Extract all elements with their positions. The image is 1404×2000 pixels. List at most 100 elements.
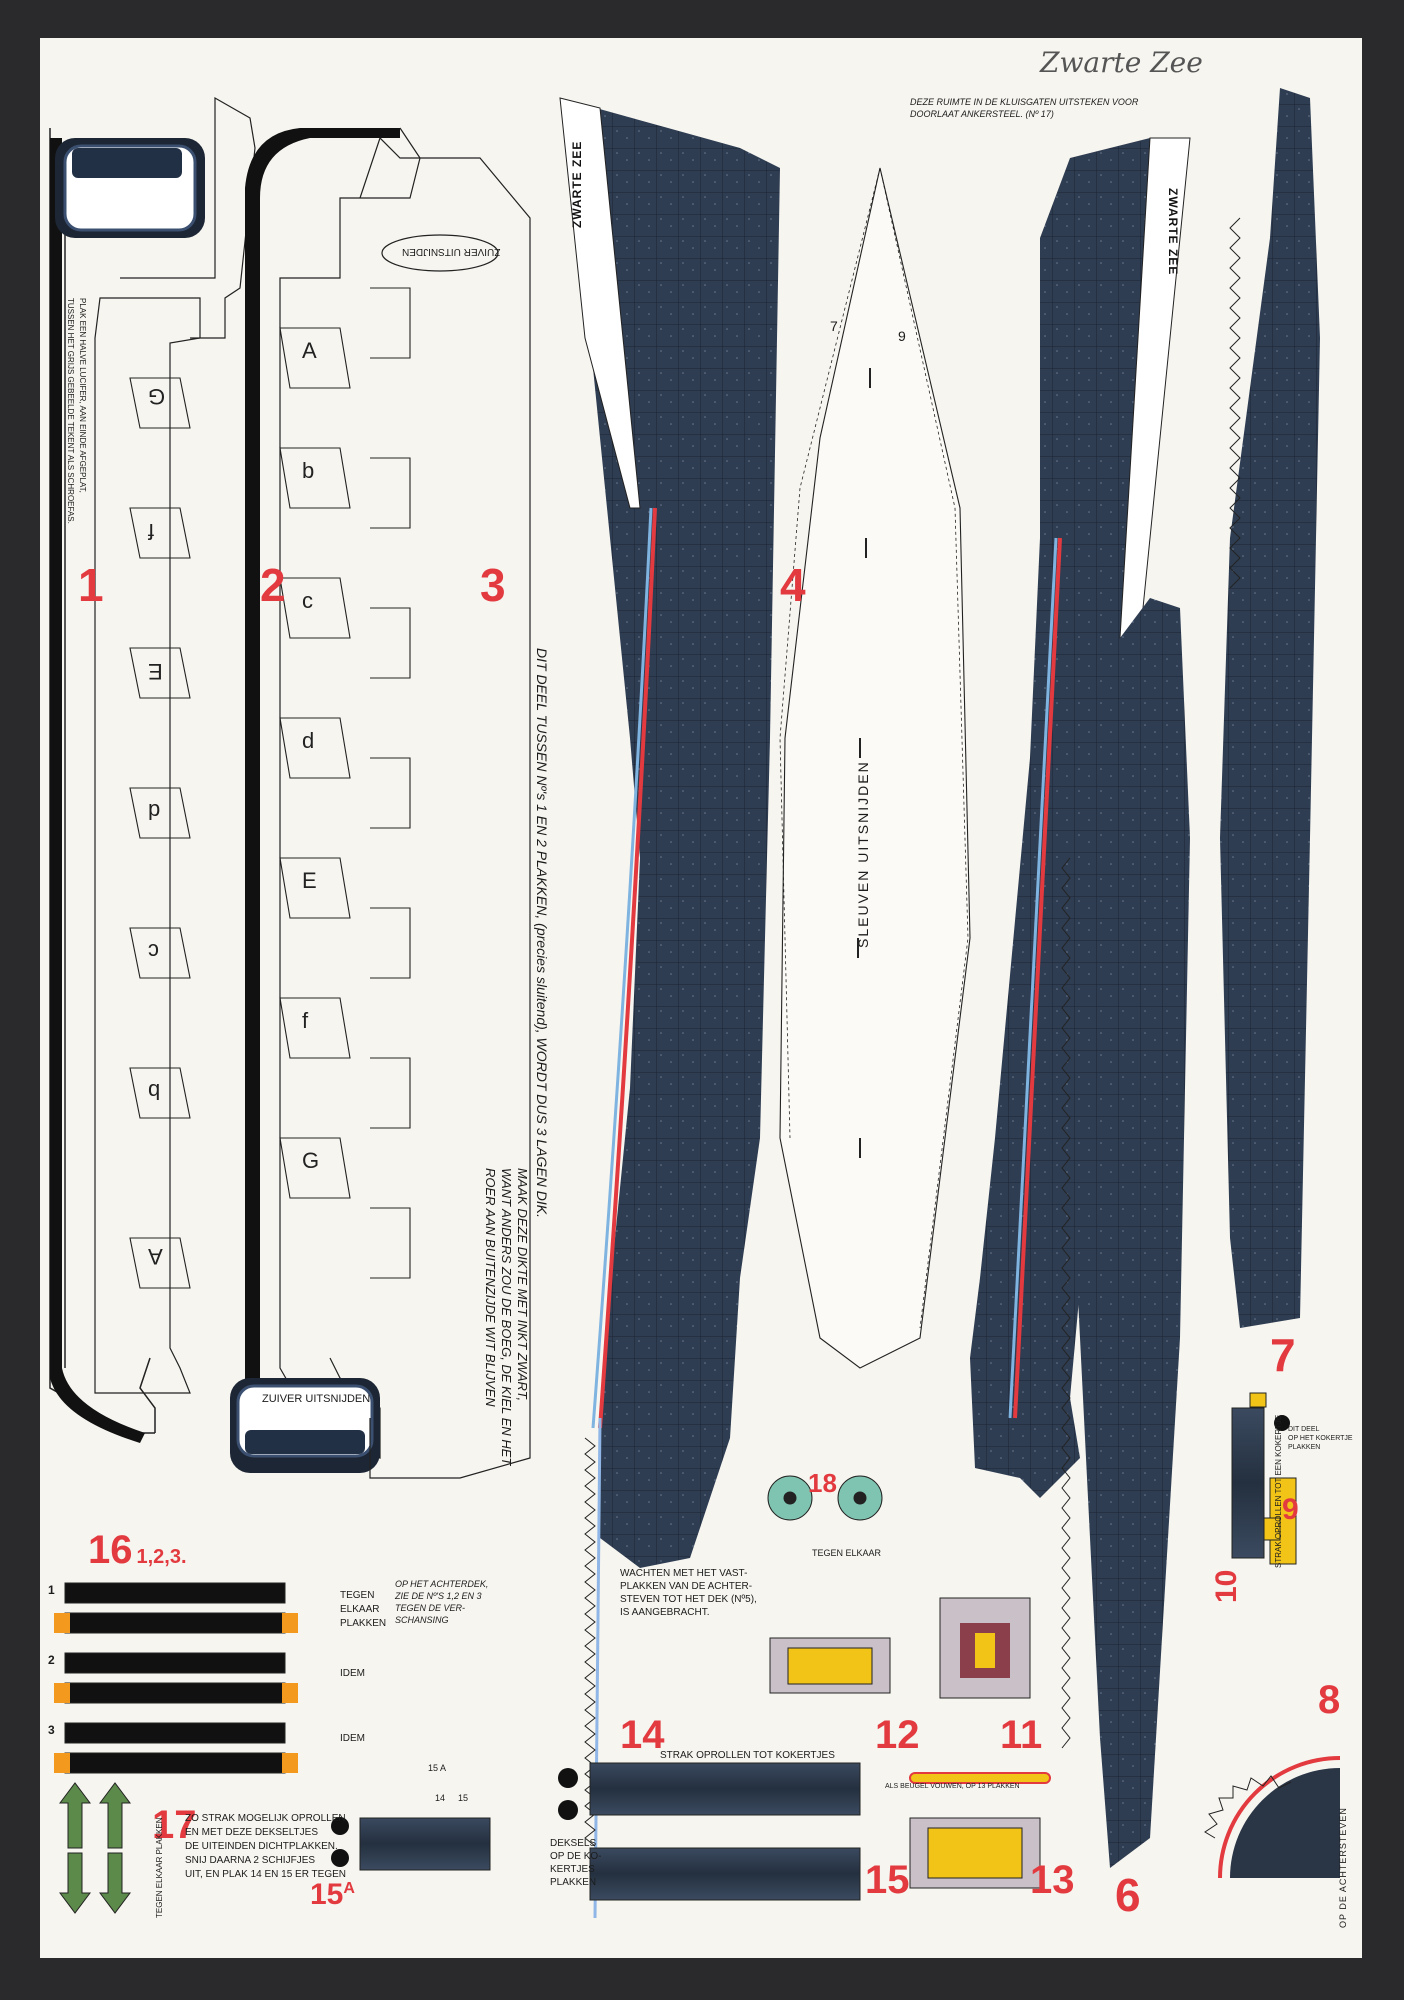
achterdek-line3: TEGEN DE VER- [395,1603,466,1613]
part-number-7: 7 [1270,1329,1296,1381]
tegen-elkaar-plakken-17: TEGEN ELKAAR PLAKKEN [155,1817,164,1918]
tab-letter-p1-6: A [148,1244,163,1269]
deksels-line1: DEKSELS [550,1838,597,1849]
part-8-teeth [1204,1775,1292,1839]
strak-14-note: STRAK OPROLLEN TOT KOKERTJES [660,1750,835,1761]
dit-deel-line1: DIT DEEL [1288,1426,1320,1433]
deksels-line2: OP DE KO- [550,1851,602,1862]
model-sheet-artwork [49,88,1341,1919]
part-number-18: 18 [808,1468,837,1498]
roll-note-line5: UIT, EN PLAK 14 EN 15 ER TEGEN [185,1869,346,1880]
fold-number-a: 9 [898,328,906,344]
tab-letter-p1-0: G [148,384,166,409]
part-3-outline [359,136,531,1479]
part-10-tube [1231,1407,1265,1559]
label-15a-tube: 15 A [428,1763,447,1773]
part-7-zigzag-edge [1229,217,1241,589]
label-14-small: 14 [435,1793,446,1803]
tab-letter-p2-2: c [302,588,313,613]
tab-letter-p2-6: G [302,1148,320,1173]
roll-note-line2: EN MET DEZE DEKSELTJES [185,1827,318,1838]
slots-label: SLEUVEN UITSNIJDEN [855,760,871,948]
part-1-upper-frame [120,96,256,339]
wait-note-line2: PLAKKEN VAN DE ACHTER- [620,1581,753,1592]
part-17-arrows [59,1782,131,1914]
deksels-line3: KERTJES [550,1864,595,1875]
anchor-note: DEZE RUIMTE IN DE KLUISGATEN UITSTEKEN V… [910,97,1139,119]
tab-letter-p1-2: E [148,659,163,684]
part-number-8: 8 [1318,1678,1341,1722]
part-4-hull-left [560,98,780,1568]
als-beugel-note: ALS BEUGEL VOUWEN, OP 13 PLAKKEN [885,1783,1020,1790]
part-number-12: 12 [875,1713,920,1757]
instruction-part3-line1: DIT DEEL TUSSEN Nº's 1 EN 2 PLAKKEN, (pr… [534,648,550,1219]
ship-name-left: ZWARTE ZEE [570,140,584,228]
cut-label-part2: ZUIVER UITSNIJDEN [262,1393,371,1405]
part-11-cutout [939,1597,1031,1699]
part-2-black-edge [245,128,400,1408]
achterdek-line2: ZIE DE Nº'S 1,2 EN 3 [395,1591,482,1601]
label-15-small: 15 [458,1793,469,1803]
dit-deel-line3: PLAKKEN [1288,1444,1321,1451]
stack-label-3: 3 [48,1723,55,1737]
handwritten-title: Zwarte Zee [1040,46,1203,79]
tegen-line2: ELKAAR [340,1604,380,1615]
dit-deel-line2: OP HET KOKERTJE [1288,1435,1353,1442]
part-number-3: 3 [480,559,506,611]
part-number-4: 4 [780,559,806,611]
achterdek-line4: SCHANSING [395,1615,449,1625]
part-1-tabs-edge [129,377,191,1289]
stack-label-1: 1 [48,1583,55,1597]
part-6-zigzag-edge [1061,857,1071,1749]
part-number-15a: 15A [310,1878,355,1911]
instruction-part3-line3: WANT ANDERS ZOU DE BOEG, DE KIEL EN HET [499,1168,514,1466]
roll-note-line1: ZO STRAK MOGELIJK OPROLLEN [185,1813,346,1824]
idem-1: IDEM [340,1668,365,1679]
roll-note-line4: SNIJ DAARNA 2 SCHIJFJES [185,1855,316,1866]
part-number-6: 6 [1115,1869,1141,1921]
part-3-steps [370,287,411,1279]
tab-letter-p1-5: b [148,1079,161,1104]
part-4-keel [593,1417,602,1919]
part-number-1: 1 [78,559,104,611]
part-16-bollards [64,1582,286,1774]
instruction-part3-line4: ROER AAN BUITENZIJDE WIT BLIJVEN [483,1168,498,1407]
part-number-14: 14 [620,1713,665,1757]
tab-letter-p2-0: A [302,338,317,363]
part-5-waterline [1013,537,1062,1419]
ship-name-right: ZWARTE ZEE [1166,188,1180,276]
part-4-slots [857,368,871,1158]
part-12-cutout [769,1637,891,1694]
paper-sheet: Zwarte Zee DEZE RUIMTE IN DE KLUISGATEN … [40,38,1362,1958]
part-4-hull-white-strip [559,97,641,509]
part-8-stern [1230,1768,1340,1878]
part-number-9: 9 [1282,1493,1299,1526]
idem-2: IDEM [340,1733,365,1744]
part-13-cutout [909,1772,1051,1889]
part-9-davit [1259,1477,1297,1565]
tab-letter-p1-3: d [148,799,161,824]
tab-letter-p2-5: f [302,1008,309,1033]
achterdek-line1: OP HET ACHTERDEK, [395,1579,489,1589]
tab-letter-p2-1: b [302,458,315,483]
part-4-waterline [598,507,657,1429]
part-18-propellers [767,1475,883,1521]
part-number-11: 11 [1000,1713,1043,1757]
part-number-2: 2 [260,559,286,611]
tab-letter-p2-3: d [302,728,315,753]
part-1-badge [55,138,205,238]
wait-note-line1: WACHTEN MET HET VAST- [620,1568,748,1579]
part-15-tube [589,1847,861,1901]
part-4-deck-edge [779,167,969,1329]
tab-letter-p1-4: c [148,939,159,964]
fold-number-b: 7 [830,318,838,334]
propeller-note: TEGEN ELKAAR [812,1548,882,1558]
achtersteven-note: OP DE ACHTERSTEVEN [1338,1807,1348,1928]
part-number-10: 10 [1210,1569,1243,1603]
wait-note-line3: STEVEN TOT HET DEK (Nº5), [620,1594,757,1605]
part-number-15: 15 [865,1858,910,1902]
wait-note-line4: IS AANGEBRACHT. [620,1607,710,1618]
part-number-13: 13 [1030,1858,1075,1902]
roll-note-line3: DE UITEINDEN DICHTPLAKKEN. [185,1841,338,1852]
